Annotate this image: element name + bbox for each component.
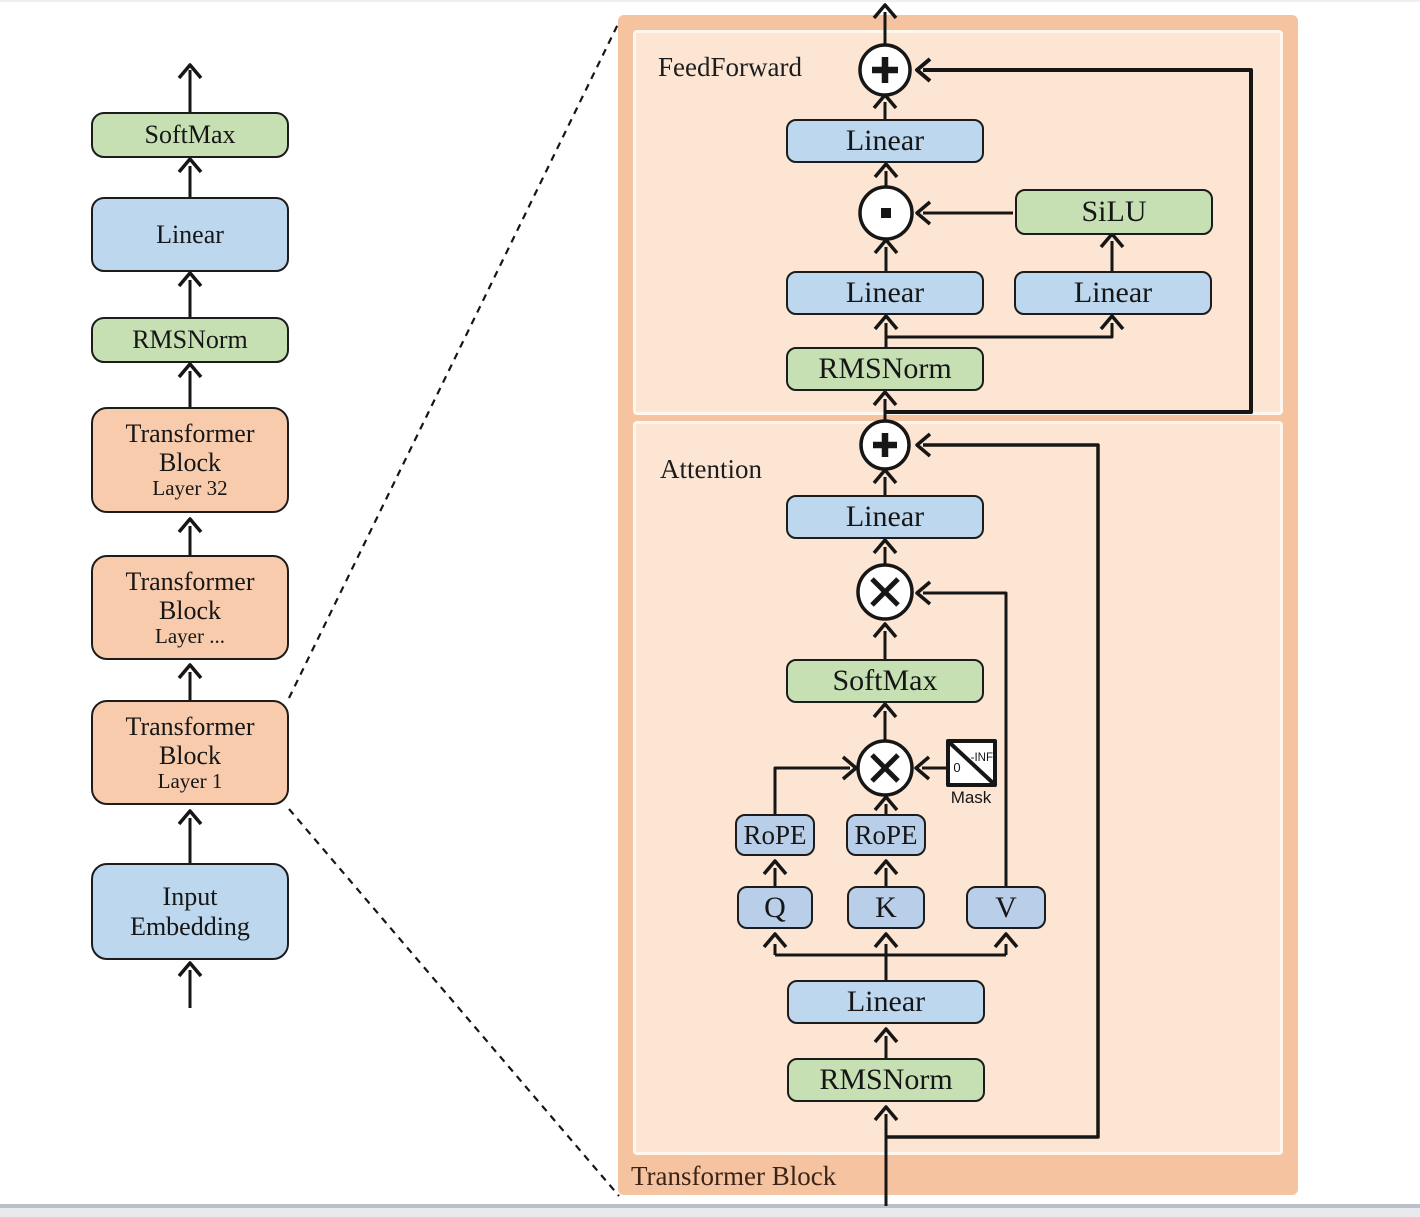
query-label: Q (764, 890, 786, 924)
mask-zero-label: 0 (953, 760, 960, 775)
att-linear-top-block: Linear (786, 495, 984, 539)
ff-linear-left-block: Linear (786, 271, 984, 315)
ff-rmsnorm-block: RMSNorm (786, 347, 984, 391)
stack-linear-label: Linear (156, 219, 224, 249)
transformer-block-layer-dots: Transformer Block Layer ... (91, 555, 289, 660)
att-rmsnorm-block: RMSNorm (787, 1058, 985, 1102)
transformer-block-layer1: Transformer Block Layer 1 (91, 700, 289, 805)
ff-silu-label: SiLU (1081, 195, 1147, 229)
rope-left-label: RoPE (743, 819, 807, 850)
input-embedding-block: Input Embedding (91, 863, 289, 960)
tb32-line2: Block (158, 448, 222, 478)
att-softmax-label: SoftMax (832, 664, 938, 698)
att-linear-bottom-label: Linear (846, 985, 926, 1019)
bottom-edge-line (0, 1204, 1420, 1208)
attention-wires (762, 432, 1100, 1206)
tb1-layer-label: Layer 1 (157, 768, 223, 793)
tb1-line1: Transformer (125, 711, 255, 741)
tbdots-line2: Block (158, 595, 222, 625)
tb32-layer-label: Layer 32 (152, 476, 228, 501)
stack-softmax-block: SoftMax (91, 112, 289, 158)
rope-right-label: RoPE (854, 819, 918, 850)
ff-linear-right-block: Linear (1014, 271, 1212, 315)
transformer-block-title: Transformer Block (631, 1161, 837, 1191)
att-matmul-node-upper-icon (856, 563, 914, 621)
stack-softmax-label: SoftMax (144, 120, 236, 150)
left-stack-arrows (177, 63, 203, 1008)
embed-line2: Embedding (130, 911, 250, 941)
tbdots-line1: Transformer (125, 566, 255, 596)
att-rmsnorm-label: RMSNorm (819, 1063, 953, 1097)
tbdots-layer-label: Layer ... (155, 623, 225, 648)
elementwise-product-node-icon (858, 185, 914, 241)
att-add-node-icon (859, 419, 911, 471)
ff-silu-block: SiLU (1015, 189, 1213, 235)
att-matmul-node-lower-icon (856, 739, 914, 797)
stack-linear-block: Linear (91, 197, 289, 272)
value-block: V (966, 886, 1046, 929)
key-label: K (875, 890, 897, 924)
rope-left-block: RoPE (735, 814, 815, 856)
rope-right-block: RoPE (846, 814, 926, 856)
feedforward-section-label: FeedForward (658, 52, 802, 82)
transformer-block-layer32: Transformer Block Layer 32 (91, 407, 289, 513)
mask-inf-label: -INF (971, 752, 993, 764)
attention-section-panel (633, 421, 1283, 1155)
ff-linear-right-label: Linear (1073, 276, 1153, 310)
tb32-line1: Transformer (125, 419, 255, 449)
att-linear-top-label: Linear (845, 500, 925, 534)
stack-rmsnorm-block: RMSNorm (91, 317, 289, 363)
mask-icon (946, 739, 997, 787)
ff-linear-top-label: Linear (845, 124, 925, 158)
query-block: Q (737, 886, 813, 929)
ff-rmsnorm-label: RMSNorm (818, 352, 952, 386)
mask-caption: Mask (951, 788, 992, 807)
embed-line1: Input (162, 882, 218, 912)
stack-rmsnorm-label: RMSNorm (132, 325, 248, 355)
att-linear-bottom-block: Linear (787, 980, 985, 1024)
ff-add-node-icon (858, 43, 912, 97)
zoom-guide-dashes (288, 21, 620, 1197)
key-block: K (847, 886, 925, 929)
ff-linear-top-block: Linear (786, 119, 984, 163)
top-edge-line (0, 0, 1420, 2)
attention-section-label: Attention (660, 454, 762, 484)
tb1-line2: Block (158, 740, 222, 770)
att-softmax-block: SoftMax (786, 659, 984, 703)
ff-linear-left-label: Linear (845, 276, 925, 310)
bottom-edge-strip (0, 1208, 1420, 1217)
value-label: V (995, 890, 1017, 924)
